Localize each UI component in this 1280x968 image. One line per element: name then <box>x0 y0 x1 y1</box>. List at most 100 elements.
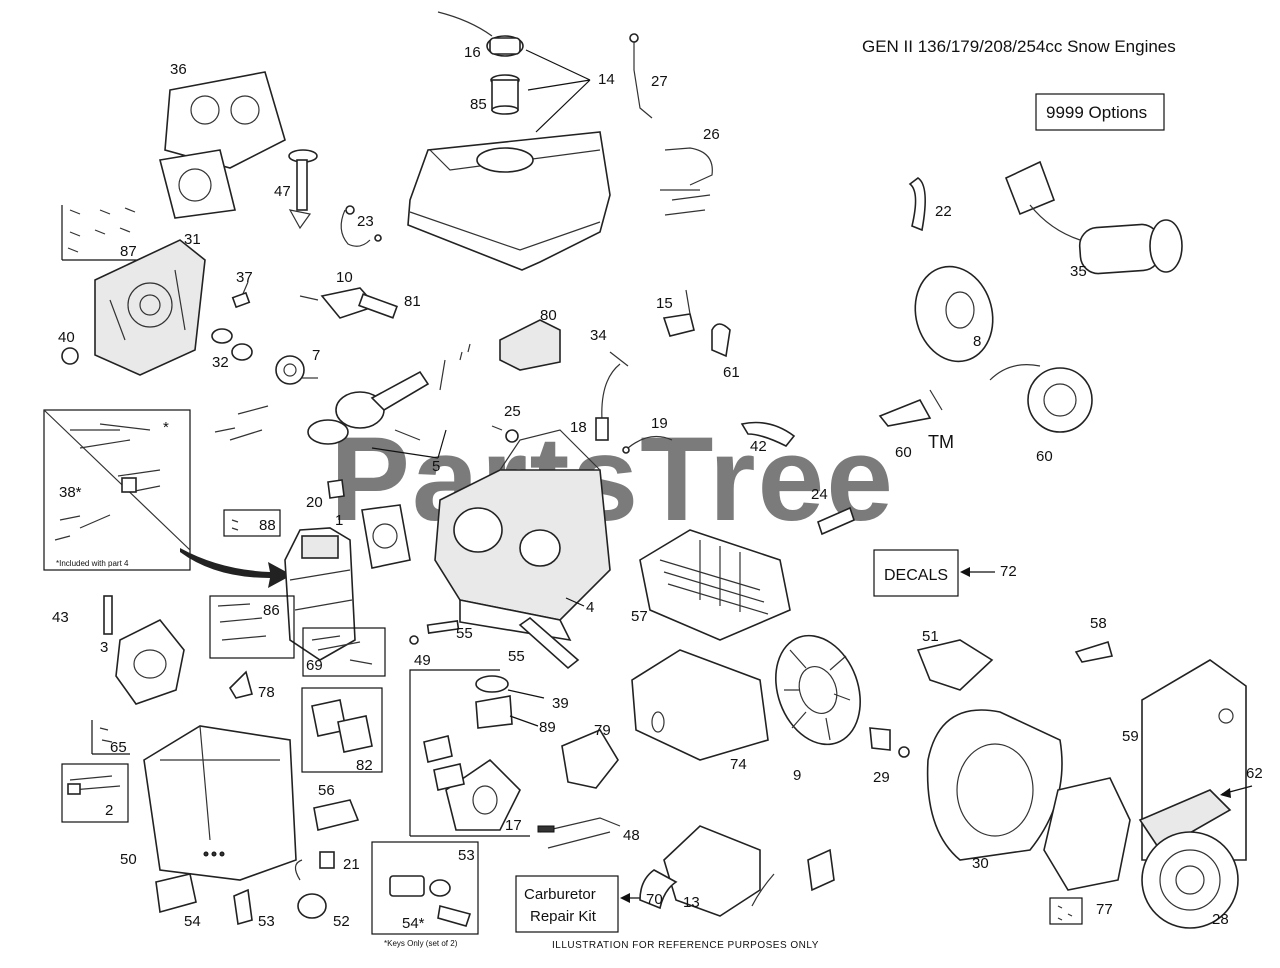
bracket-2-box[interactable] <box>61 763 129 823</box>
bracket-42[interactable] <box>740 421 796 448</box>
callout-43: 43 <box>52 609 69 626</box>
air-cleaner-housing[interactable] <box>639 825 761 917</box>
dipstick[interactable] <box>288 149 318 230</box>
crankshaft[interactable] <box>299 287 398 319</box>
callout-25: 25 <box>504 403 521 420</box>
breather[interactable] <box>491 425 519 443</box>
ignition-coil-wire[interactable] <box>595 351 629 441</box>
carburetor-repair-kit-box[interactable]: Carburetor Repair Kit <box>515 875 619 933</box>
flywheel-fan[interactable] <box>761 624 874 757</box>
camshaft-pin[interactable] <box>426 616 580 670</box>
callout-77: 77 <box>1096 901 1113 918</box>
screw-set-77[interactable] <box>1049 897 1083 925</box>
bolt-set-box[interactable] <box>61 205 145 261</box>
wire-harness-48[interactable] <box>537 817 621 849</box>
muffler[interactable] <box>631 649 769 761</box>
hose-43[interactable] <box>103 595 113 635</box>
callout-79: 79 <box>594 722 611 739</box>
carb-kit-label-line1: Carburetor <box>524 886 596 903</box>
air-filter-base[interactable] <box>115 618 185 705</box>
fuel-tank[interactable] <box>407 131 611 271</box>
spark-plug[interactable] <box>327 479 345 499</box>
governor-link[interactable] <box>622 435 673 454</box>
bracket-51[interactable] <box>916 639 994 691</box>
flywheel[interactable] <box>905 258 1003 370</box>
washer-49[interactable] <box>409 635 419 645</box>
cylinder-head[interactable] <box>284 527 356 661</box>
spark-arrestor-screen[interactable] <box>807 848 835 892</box>
callout-51: 51 <box>922 628 939 645</box>
primer-bulb-52[interactable] <box>294 859 327 919</box>
valve-springs[interactable] <box>214 405 269 441</box>
piston-assembly[interactable] <box>307 370 430 445</box>
knob-61[interactable] <box>711 323 731 358</box>
callout-69: 69 <box>306 657 323 674</box>
head-gasket[interactable] <box>361 504 411 569</box>
valve-parts-box[interactable] <box>43 409 191 571</box>
callout-2: 2 <box>105 802 113 819</box>
wire-clip-24[interactable] <box>817 506 855 536</box>
wire-harness-60[interactable] <box>878 389 943 427</box>
electric-starter-motor[interactable] <box>1004 160 1183 275</box>
key-switch-parts[interactable] <box>155 873 197 914</box>
fuel-cap[interactable] <box>437 11 524 57</box>
linkage-set-69-box[interactable] <box>302 627 386 677</box>
oil-seals[interactable] <box>211 328 253 361</box>
decals-box[interactable]: DECALS <box>873 549 959 597</box>
muffler-guard[interactable] <box>639 529 791 641</box>
choke-knob-53[interactable] <box>233 888 253 926</box>
screw-set-88-box[interactable] <box>223 509 281 537</box>
callout-80: 80 <box>540 307 557 324</box>
screw-set-86-box[interactable] <box>209 595 295 659</box>
callout-70: 70 <box>646 891 663 908</box>
shroud-tab-58[interactable] <box>1074 640 1114 663</box>
callout-52: 52 <box>333 913 350 930</box>
callout-56: 56 <box>318 782 335 799</box>
alternator-stator[interactable] <box>989 364 1093 433</box>
ground-clip-22[interactable] <box>908 177 926 232</box>
callout-36: 36 <box>170 61 187 78</box>
choke-rod[interactable] <box>629 33 653 119</box>
engine-shroud-cover[interactable] <box>143 725 297 881</box>
watermark-trademark: TM <box>928 432 954 452</box>
carburetor-assembly-box[interactable] <box>409 669 530 837</box>
options-box[interactable]: 9999 Options <box>1035 93 1165 131</box>
fuel-filter[interactable] <box>490 74 520 115</box>
drain-plug[interactable] <box>61 347 79 365</box>
gasket-set-82-box[interactable] <box>301 687 383 773</box>
key-switch-box[interactable] <box>371 841 479 935</box>
primer-21[interactable] <box>319 851 335 869</box>
clip[interactable] <box>340 205 382 247</box>
callout-32: 32 <box>212 354 229 371</box>
linkage-springs[interactable] <box>660 147 713 216</box>
flywheel-nut[interactable] <box>869 727 910 758</box>
bracket-78[interactable] <box>228 670 253 699</box>
callout-27: 27 <box>651 73 668 90</box>
ground-wire[interactable] <box>751 873 775 907</box>
bracket-79[interactable] <box>561 728 619 789</box>
cam-gear[interactable] <box>275 355 318 385</box>
callout-5: 5 <box>432 458 440 475</box>
screw-65[interactable] <box>91 720 130 755</box>
governor-bolt[interactable] <box>231 281 251 309</box>
crankcase-cover[interactable] <box>94 239 206 376</box>
heat-shield[interactable] <box>499 319 561 371</box>
callout-26: 26 <box>703 126 720 143</box>
callout-1: 1 <box>335 512 343 529</box>
throttle-lever[interactable] <box>662 289 695 337</box>
callout-29: 29 <box>873 769 890 786</box>
callout-61: 61 <box>723 364 740 381</box>
starter-plate[interactable] <box>1043 777 1131 891</box>
recoil-starter[interactable] <box>1138 789 1239 929</box>
callout-34: 34 <box>590 327 607 344</box>
bracket-56[interactable] <box>313 799 360 831</box>
blower-housing[interactable] <box>926 709 1063 861</box>
callout-19: 19 <box>651 415 668 432</box>
callout-20: 20 <box>306 494 323 511</box>
rod-bolts[interactable] <box>439 343 471 391</box>
gasket-set[interactable] <box>159 71 286 219</box>
callout-78: 78 <box>258 684 275 701</box>
callout-28: 28 <box>1212 911 1229 928</box>
callout-35: 35 <box>1070 263 1087 280</box>
